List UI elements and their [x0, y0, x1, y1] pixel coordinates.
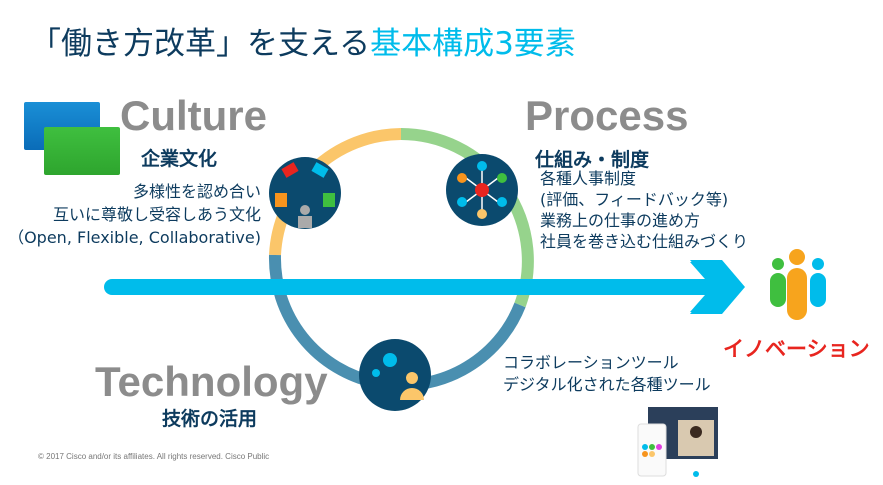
process-description: 各種人事制度 (評価、フィードバック等) 業務上の仕事の進め方 社員を巻き込む仕… — [540, 168, 748, 252]
process-icon — [446, 154, 518, 226]
process-line: 各種人事制度 — [540, 169, 637, 188]
culture-description: 多様性を認め合い 互いに尊敬し受容しあう文化 （Open, Flexible, … — [8, 180, 261, 249]
innovation-people-icon — [770, 249, 826, 320]
technology-heading: Technology — [95, 358, 328, 405]
technology-subheading: 技術の活用 — [162, 408, 258, 430]
process-line: 業務上の仕事の進め方 — [540, 211, 701, 230]
process-line: (評価、フィードバック等) — [540, 190, 729, 209]
culture-line: 互いに尊敬し受容しあう文化 — [52, 205, 261, 224]
culture-card-green — [44, 127, 120, 175]
process-subheading: 仕組み・制度 — [535, 149, 650, 171]
innovation-label: イノベーション — [723, 337, 870, 361]
title-main: 「働き方改革」を支える — [30, 26, 371, 62]
slide-title: 「働き方改革」を支える基本構成3要素 — [30, 18, 576, 63]
technology-line: コラボレーションツール — [503, 353, 679, 372]
culture-line: 多様性を認め合い — [132, 182, 261, 201]
process-line: 社員を巻き込む仕組みづくり — [540, 232, 749, 251]
process-heading: Process — [525, 92, 689, 139]
culture-heading: Culture — [120, 92, 267, 139]
technology-description: コラボレーションツール デジタル化された各種ツール — [503, 352, 711, 396]
culture-subheading: 企業文化 — [141, 148, 218, 170]
culture-icon — [269, 157, 341, 229]
technology-line: デジタル化された各種ツール — [503, 375, 711, 394]
copyright-footer: © 2017 Cisco and/or its affiliates. All … — [38, 452, 270, 461]
culture-line: （Open, Flexible, Collaborative) — [8, 228, 261, 247]
title-accent: 基本構成3要素 — [370, 26, 576, 62]
technology-icon — [359, 339, 431, 411]
collaboration-devices-image — [637, 407, 718, 477]
